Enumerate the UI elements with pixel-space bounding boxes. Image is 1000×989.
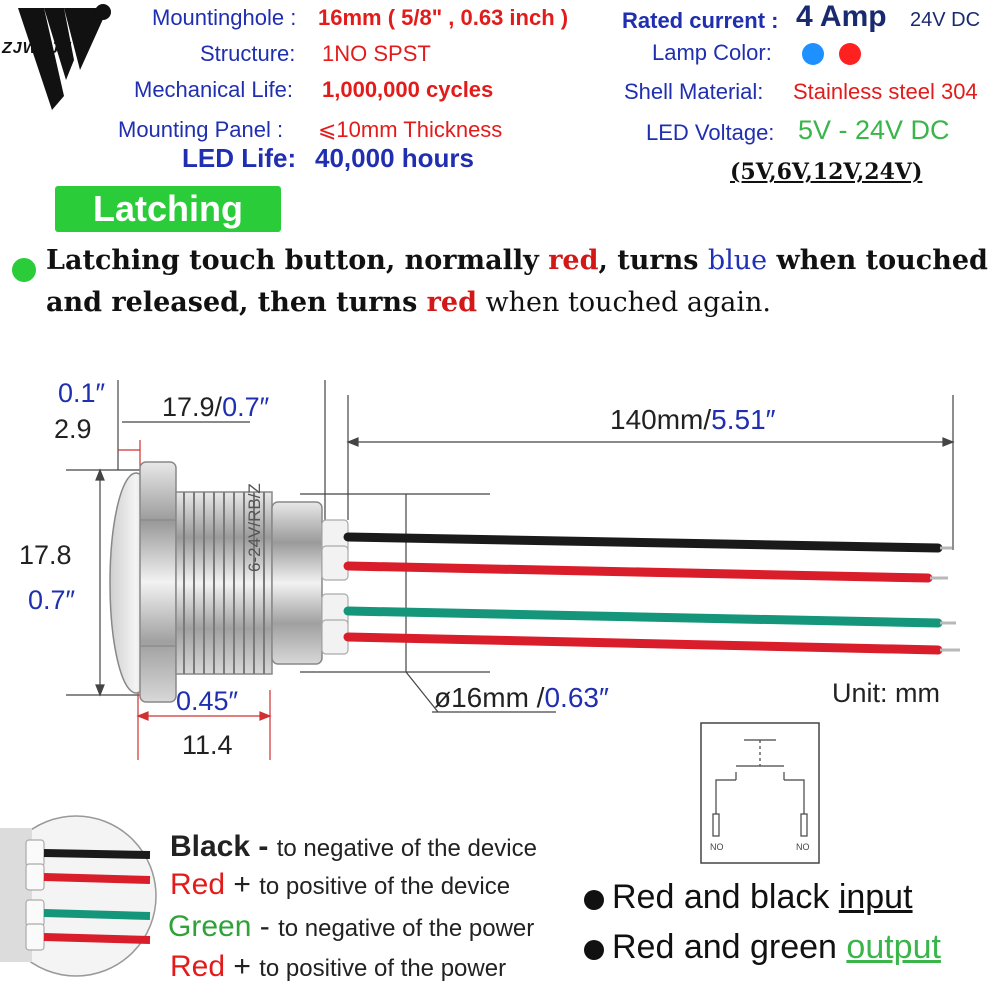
spec-lamp-color-label: Lamp Color: bbox=[652, 40, 772, 65]
dim-flange-in: 0.1″ bbox=[58, 378, 106, 408]
wire-black bbox=[343, 532, 943, 553]
spec-mechanical-life-label: Mechanical Life: bbox=[134, 77, 293, 102]
schematic-label-right: NO bbox=[796, 842, 810, 852]
spec-mechanical-life-value: 1,000,000 cycles bbox=[322, 77, 494, 102]
spec-structure-value: 1NO SPST bbox=[322, 41, 431, 66]
dim-thread-in: 0.45″ bbox=[176, 686, 239, 716]
schematic-label-left: NO bbox=[710, 842, 724, 852]
spec-shell-material-label: Shell Material: bbox=[624, 79, 764, 104]
dim-body-length: 17.9/0.7″ bbox=[162, 392, 270, 422]
lamp-color-red-dot bbox=[839, 43, 861, 65]
io-input-line: Red and black input bbox=[612, 878, 913, 916]
legend-green: Green - to negative of the power bbox=[168, 910, 535, 943]
connector-detail bbox=[0, 815, 157, 977]
spec-led-life-value: 40,000 hours bbox=[315, 143, 474, 173]
spec-led-life-label: LED Life: bbox=[182, 143, 297, 173]
io-output-line: Red and green output bbox=[612, 928, 941, 966]
dim-thread-mm: 11.4 bbox=[182, 730, 233, 760]
spec-rated-current-value: 4 Amp bbox=[796, 0, 887, 33]
dim-diameter-mm: 17.8 bbox=[19, 540, 72, 570]
wire-red-1 bbox=[343, 561, 933, 583]
spec-shell-material-value: Stainless steel 304 bbox=[793, 79, 978, 104]
io-input-bullet bbox=[584, 890, 604, 910]
spec-led-voltage-options: (5V,6V,12V,24V) bbox=[730, 159, 923, 185]
latching-mode-badge: Latching bbox=[55, 186, 281, 232]
brand-logo-text: ZJWZJH bbox=[2, 40, 72, 57]
body-marking: 6-24V/RB/Z bbox=[245, 483, 264, 572]
spec-structure-label: Structure: bbox=[200, 41, 296, 66]
description-bullet bbox=[12, 258, 36, 282]
legend-black: Black - to negative of the device bbox=[170, 830, 537, 863]
io-output-bullet bbox=[584, 940, 604, 960]
spec-rated-current-label: Rated current : bbox=[622, 8, 779, 33]
spec-mounting-panel-value: ⩽10mm Thickness bbox=[318, 117, 503, 142]
spec-rated-current-voltage: 24V DC bbox=[910, 9, 981, 31]
brand-logo bbox=[18, 4, 111, 110]
dim-diameter-in: 0.7″ bbox=[28, 585, 76, 615]
description-line-1: Latching touch button, normally red, tur… bbox=[46, 245, 988, 276]
lamp-color-blue-dot bbox=[802, 43, 824, 65]
legend-red-power: Red + to positive of the power bbox=[170, 950, 507, 983]
spec-mountinghole-value: 16mm ( 5/8" , 0.63 inch ) bbox=[318, 5, 569, 30]
spec-mountinghole-label: Mountinghole : bbox=[152, 5, 297, 30]
spec-led-voltage-value: 5V - 24V DC bbox=[798, 115, 950, 145]
wire-green bbox=[343, 606, 943, 628]
description-line-2: and released, then turns red when touche… bbox=[46, 287, 771, 318]
spec-led-voltage-label: LED Voltage: bbox=[646, 120, 775, 145]
switch-schematic bbox=[700, 722, 820, 864]
wire-red-2 bbox=[343, 632, 943, 655]
dim-flange-mm: 2.9 bbox=[54, 414, 92, 444]
legend-red-device: Red + to positive of the device bbox=[170, 868, 511, 901]
spec-mounting-panel-label: Mounting Panel : bbox=[118, 117, 284, 142]
unit-label: Unit: mm bbox=[832, 678, 940, 708]
product-dimension-drawing bbox=[66, 380, 960, 760]
dim-thread-diameter: ø16mm /0.63″ bbox=[434, 682, 609, 713]
dim-wire-length: 140mm/5.51″ bbox=[610, 404, 776, 435]
